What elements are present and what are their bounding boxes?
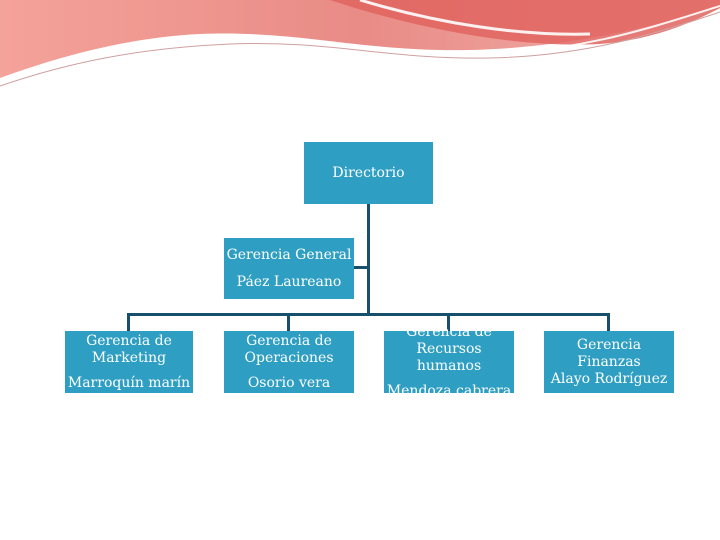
node-manager: Páez Laureano [236, 273, 342, 290]
org-node-recursos-humanos: Gerencia de Recursos humanos Mendoza cab… [384, 324, 514, 399]
org-node-gerencia-general: Gerencia General Páez Laureano [224, 238, 354, 299]
connector-horizontal-bar [127, 313, 610, 316]
decorative-header-wave [0, 0, 720, 87]
node-title-line1: Gerencia de [406, 324, 492, 340]
node-title: Gerencia General [226, 246, 352, 263]
node-title: Directorio [332, 164, 405, 181]
org-node-finanzas: Gerencia Finanzas Alayo Rodríguez [544, 331, 674, 393]
node-manager: Mendoza cabrera [386, 383, 512, 399]
org-node-directorio: Directorio [304, 142, 433, 204]
node-title-line2: Operaciones [244, 349, 334, 366]
node-manager: Marroquín marín [67, 374, 191, 391]
node-manager: Alayo Rodríguez [550, 370, 668, 387]
node-title-line2: Recursos humanos [416, 341, 482, 374]
connector-finanzas-drop [607, 313, 610, 331]
node-title-line2: Marketing [91, 349, 167, 366]
node-title-line1: Gerencia de [246, 332, 332, 349]
connector-operaciones-drop [287, 313, 290, 331]
node-title-line1: Gerencia Finanzas [576, 336, 642, 370]
org-node-operaciones: Gerencia de Operaciones Osorio vera [224, 331, 354, 393]
node-title-line1: Gerencia de [86, 332, 172, 349]
connector-directorio-trunk [367, 204, 370, 315]
connector-rrhh-drop [447, 313, 450, 331]
connector-general-branch [354, 266, 368, 269]
node-manager: Osorio vera [247, 374, 331, 391]
connector-marketing-drop [127, 313, 130, 331]
org-node-marketing: Gerencia de Marketing Marroquín marín [65, 331, 193, 393]
